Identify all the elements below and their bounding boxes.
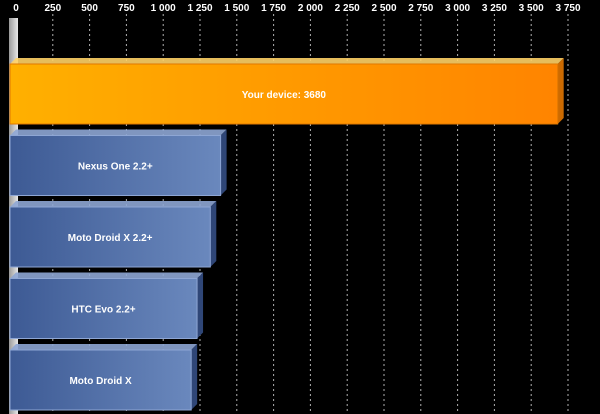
bar-label: HTC Evo 2.2+ [71,305,135,316]
bar-label: Your device: 3680 [242,90,327,101]
x-tick-label: 250 [44,3,61,14]
bar-label: Moto Droid X 2.2+ [68,233,153,244]
bar-label: Moto Droid X [69,376,132,387]
x-tick-label: 3 750 [555,3,580,14]
bar-group: HTC Evo 2.2+ [9,272,204,339]
x-tick-label: 3 500 [519,3,544,14]
x-tick-label: 750 [118,3,135,14]
bar-side-face [197,272,204,339]
x-tick-label: 1 750 [261,3,286,14]
bar-side-face [220,129,227,196]
bar-top-face [10,58,564,64]
x-tick-label: 3 000 [445,3,470,14]
bar-group: Nexus One 2.2+ [9,129,227,196]
bar-group: Moto Droid X [9,344,198,411]
bar-side-face [557,58,564,124]
x-tick-label: 2 500 [371,3,396,14]
bar [9,349,192,411]
bar [9,278,198,339]
x-tick-label: 2 750 [408,3,433,14]
bar-top-face [10,272,204,279]
x-tick-label: 3 250 [482,3,507,14]
x-tick-label: 1 000 [151,3,176,14]
bar-side-face [210,201,217,267]
x-tick-label: 500 [81,3,98,14]
bar-top-face [10,129,227,136]
bar [9,206,211,268]
x-tick-label: 1 250 [187,3,212,14]
bar-group: Moto Droid X 2.2+ [9,201,217,268]
x-tick-label: 2 000 [298,3,323,14]
bar [9,135,222,196]
x-tick-label: 2 250 [335,3,360,14]
bar-group: Your device: 3680 [9,58,564,125]
bar-top-face [10,201,217,207]
bar-top-face [10,344,198,350]
bar-label: Nexus One 2.2+ [78,162,153,173]
x-tick-label: 1 500 [224,3,249,14]
bar-side-face [191,344,198,410]
bar [9,63,559,125]
x-axis-tick-labels: 0 250 500 750 1 000 1 250 1 500 1 750 2 000 2 250… [13,3,581,14]
x-tick-label: 0 [13,3,19,14]
